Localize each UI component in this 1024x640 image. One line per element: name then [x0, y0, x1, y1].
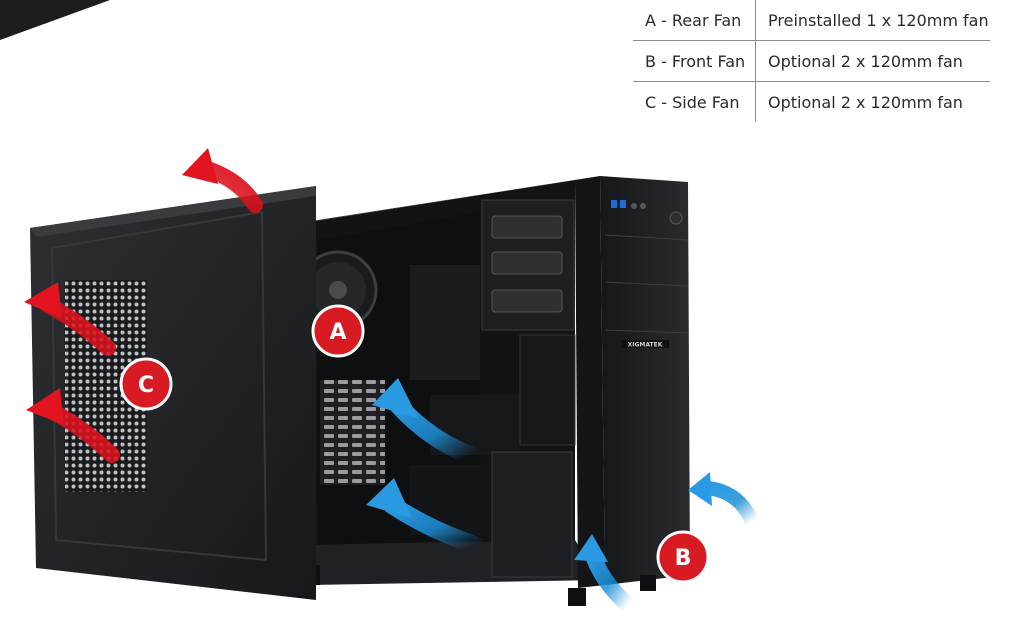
intake-arrow-icon [688, 472, 759, 529]
pc-case-body [290, 176, 690, 606]
side-panel [30, 186, 316, 600]
callout-b-badge: B [656, 530, 710, 584]
spec-fan-label: C - Side Fan [633, 81, 756, 122]
spec-row-rear-fan: A - Rear Fan Preinstalled 1 x 120mm fan [633, 0, 990, 41]
spec-row-front-fan: B - Front Fan Optional 2 x 120mm fan [633, 40, 990, 82]
intake-arrow-icon [372, 378, 479, 464]
exhaust-arrows [24, 148, 263, 463]
spec-fan-description: Optional 2 x 120mm fan [768, 92, 963, 112]
callout-c-label: C [138, 373, 154, 398]
brand-plate [621, 340, 669, 348]
intake-arrows [366, 378, 759, 613]
callout-c-badge: C [119, 357, 173, 411]
exhaust-arrow-icon [182, 148, 263, 213]
callout-b-label: B [675, 546, 692, 571]
corner-decoration [0, 0, 110, 40]
callout-a-label: A [329, 320, 346, 345]
case-brand-logo: XIGMATEK [628, 342, 663, 349]
intake-arrow-icon [574, 534, 636, 613]
callout-a-badge: A [311, 304, 365, 358]
spec-fan-description: Preinstalled 1 x 120mm fan [768, 10, 989, 30]
intake-arrow-icon [366, 478, 484, 554]
spec-fan-description: Optional 2 x 120mm fan [768, 51, 963, 71]
spec-fan-label: B - Front Fan [633, 40, 756, 82]
exhaust-arrow-icon [24, 282, 116, 356]
spec-fan-label: A - Rear Fan [633, 0, 756, 41]
spec-row-side-fan: C - Side Fan Optional 2 x 120mm fan [633, 81, 990, 122]
fan-spec-table: A - Rear Fan Preinstalled 1 x 120mm fan … [633, 0, 990, 122]
exhaust-arrow-icon [26, 388, 120, 463]
